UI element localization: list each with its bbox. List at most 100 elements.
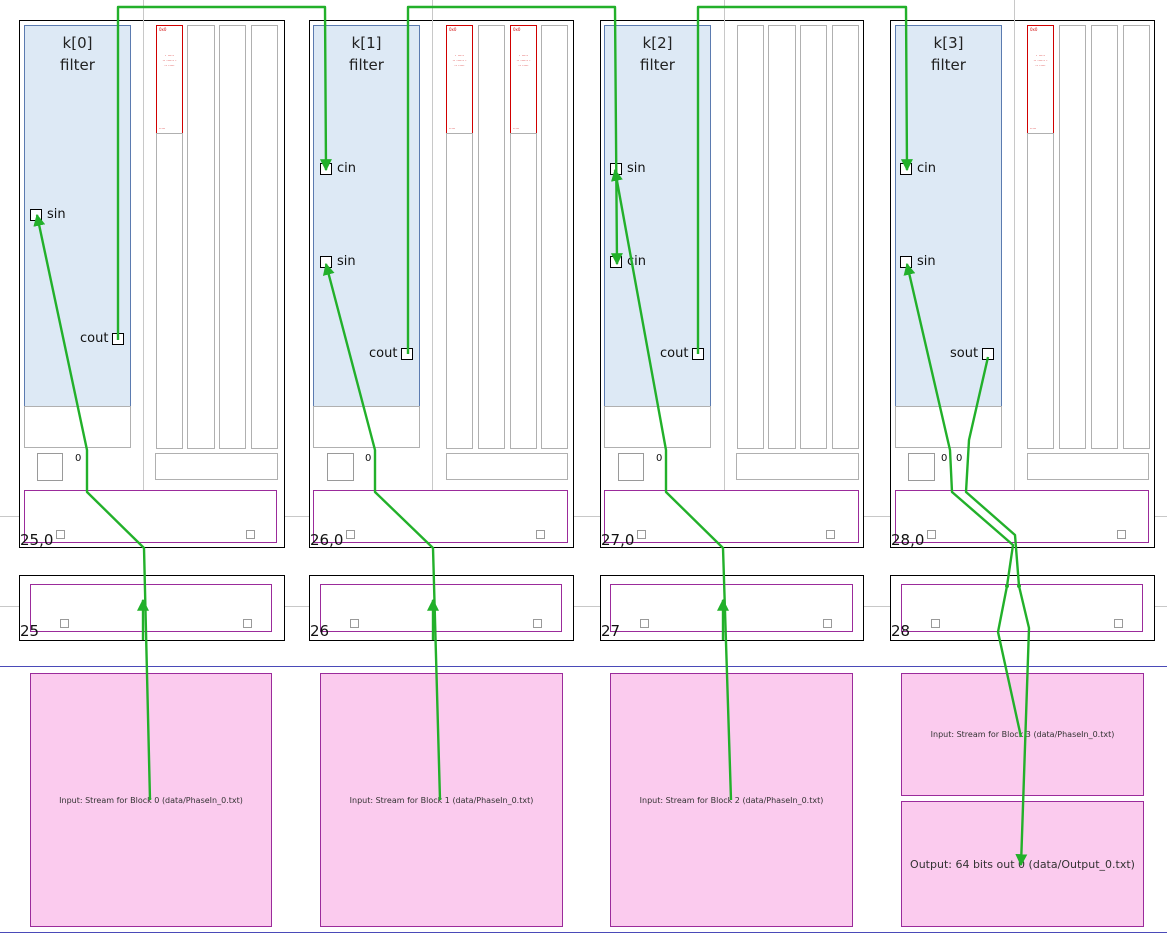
junction-label-2: 0 <box>956 453 963 464</box>
memory-bank <box>832 25 859 449</box>
shim-port <box>823 619 832 628</box>
memory-mid: · ····· ·· ······ · ·· ····· <box>516 53 531 68</box>
memory-bank <box>1059 25 1086 449</box>
port-label-cin: cin <box>917 161 936 176</box>
tile-coord: 28,0 <box>891 531 925 549</box>
tile-divider <box>1014 20 1015 490</box>
port-label-cout: cout <box>80 331 109 346</box>
io-label: Input: Stream for Block 2 (data/PhaseIn_… <box>639 795 824 805</box>
shim-interface[interactable] <box>320 584 562 632</box>
kernel-k1[interactable]: k[1] filter <box>313 25 420 407</box>
shim-port <box>60 619 69 628</box>
top-guide <box>724 0 725 20</box>
memory-label: 0x0 <box>1030 27 1038 32</box>
top-guide <box>432 0 433 20</box>
input-stream-block-0[interactable]: Input: Stream for Block 0 (data/PhaseIn_… <box>30 673 272 927</box>
shim-interface[interactable] <box>610 584 853 632</box>
lock-bar <box>1027 453 1149 480</box>
net-cascade-1-2 <box>406 5 623 354</box>
lock-bar <box>155 453 278 480</box>
memory-bottom: ····· <box>159 126 166 131</box>
stream-switch[interactable] <box>895 490 1149 543</box>
pl-bottom-line <box>0 932 1167 933</box>
memory-mid: · ····· ·· ······ · ·· ····· <box>162 53 177 68</box>
net-in3 <box>903 262 1023 738</box>
net-junction-dot <box>1005 584 1009 588</box>
kernel-type: filter <box>931 56 966 74</box>
kernel-name: k[1] <box>351 34 382 52</box>
shim-port <box>533 619 542 628</box>
port-label-sin: sin <box>627 161 646 176</box>
shim-interface[interactable] <box>901 584 1143 632</box>
tile-divider <box>143 20 144 490</box>
memory-buffer[interactable]: 0x0 · ····· ·· ······ · ·· ····· ····· <box>510 25 537 134</box>
dma-box <box>908 453 935 481</box>
port-label-cout: cout <box>369 346 398 361</box>
memory-buffer[interactable]: 0x0 · ····· ·· ······ · ·· ····· ····· <box>446 25 473 134</box>
memory-bottom: ····· <box>449 126 456 131</box>
port-label-sin: sin <box>917 254 936 269</box>
net-in1 <box>322 262 442 801</box>
junction-label: 0 <box>941 453 948 464</box>
kernel-below-box <box>24 406 131 448</box>
horizontal-guide-top <box>0 516 1167 517</box>
horizontal-guide-bottom <box>0 606 1167 607</box>
shim-port <box>640 619 649 628</box>
kernel-k2[interactable]: k[2] filter <box>604 25 711 407</box>
port-label-sin: sin <box>337 254 356 269</box>
memory-bank <box>187 25 215 449</box>
port-label-cout: cout <box>660 346 689 361</box>
shim-interface[interactable] <box>30 584 272 632</box>
input-stream-block-2[interactable]: Input: Stream for Block 2 (data/PhaseIn_… <box>610 673 853 927</box>
shim-coord: 28 <box>891 622 911 640</box>
memory-bank <box>800 25 827 449</box>
net-cascade-0-1 <box>116 5 332 340</box>
port-label-cin: cin <box>337 161 356 176</box>
tile-coord: 25,0 <box>20 531 54 549</box>
kernel-type: filter <box>349 56 384 74</box>
shim-port <box>1114 619 1123 628</box>
memory-bank <box>737 25 764 449</box>
kernel-type: filter <box>640 56 675 74</box>
memory-bank <box>1091 25 1118 449</box>
dma-box <box>327 453 354 481</box>
memory-label: 0x0 <box>449 27 457 32</box>
shim-coord: 26 <box>310 622 330 640</box>
junction-label: 0 <box>365 453 372 464</box>
port-label-sout: sout <box>950 346 979 361</box>
net-junction-dot <box>1017 584 1021 588</box>
memory-bank <box>478 25 505 449</box>
switch-port <box>637 530 646 539</box>
shim-port <box>350 619 359 628</box>
net-in0 <box>33 213 152 801</box>
switch-port <box>1117 530 1126 539</box>
lock-bar <box>736 453 859 480</box>
memory-bottom: ····· <box>513 126 520 131</box>
stream-switch[interactable] <box>313 490 568 543</box>
input-stream-block-1[interactable]: Input: Stream for Block 1 (data/PhaseIn_… <box>320 673 563 927</box>
kernel-k3[interactable]: k[3] filter <box>895 25 1002 407</box>
io-label: Input: Stream for Block 0 (data/PhaseIn_… <box>59 795 243 805</box>
pl-boundary-line <box>0 666 1167 667</box>
shim-coord: 27 <box>601 622 621 640</box>
tile-divider <box>432 20 433 490</box>
switch-port <box>826 530 835 539</box>
kernel-name: k[0] <box>62 34 93 52</box>
memory-bank <box>251 25 278 449</box>
memory-bank <box>1027 133 1054 449</box>
top-guide <box>143 0 144 20</box>
memory-label: 0x0 <box>513 27 521 32</box>
memory-bottom: ····· <box>1030 126 1037 131</box>
kernel-name: k[2] <box>642 34 673 52</box>
net-out3 <box>964 356 1031 867</box>
memory-bank <box>510 133 537 449</box>
dma-box <box>37 453 63 481</box>
junction-label: 0 <box>75 453 82 464</box>
memory-buffer[interactable]: 0x0 · ····· ·· ······ · ·· ····· ····· <box>1027 25 1054 134</box>
io-label: Input: Stream for Block 1 (data/PhaseIn_… <box>349 795 534 805</box>
stream-switch[interactable] <box>604 490 859 543</box>
input-stream-block-3[interactable]: Input: Stream for Block 3 (data/PhaseIn_… <box>901 673 1144 796</box>
stream-switch[interactable] <box>24 490 277 543</box>
memory-mid: · ····· ·· ······ · ·· ····· <box>1033 53 1048 68</box>
